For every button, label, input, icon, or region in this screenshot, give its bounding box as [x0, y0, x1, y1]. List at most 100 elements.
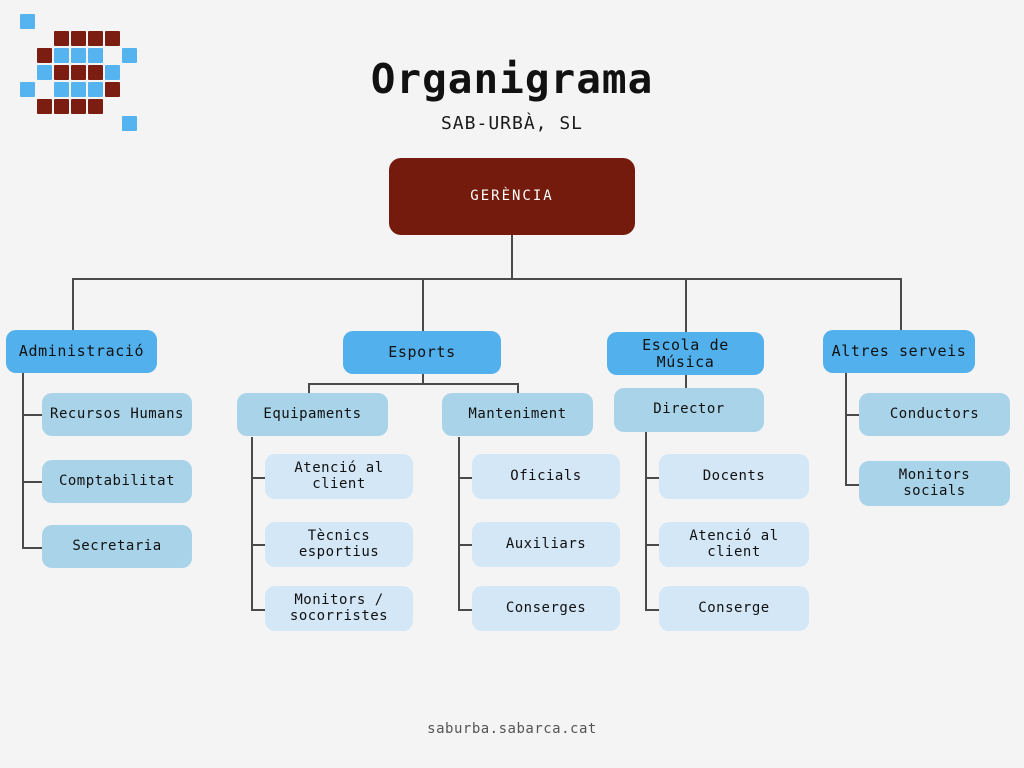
logo-cell [71, 31, 86, 46]
connector-esports-equipaments [308, 383, 310, 394]
logo-cell [88, 48, 103, 63]
logo-cell [71, 65, 86, 80]
node-comptabilitat-label: Comptabilitat [58, 472, 176, 489]
connector-administracio-spine [22, 373, 24, 548]
logo-cell [20, 82, 35, 97]
logo-cell [71, 48, 86, 63]
node-equipaments[interactable]: Equipaments [237, 393, 388, 436]
connector-esports-down [422, 374, 424, 384]
connector-altres-spine [845, 373, 847, 485]
node-esports[interactable]: Esports [343, 331, 501, 374]
connector-administracio-comptabilitat [22, 481, 42, 483]
node-comptabilitat[interactable]: Comptabilitat [42, 460, 192, 503]
connector-root-down [511, 235, 513, 279]
logo-cell [54, 48, 69, 63]
node-conserges[interactable]: Conserges [472, 586, 620, 631]
node-conserge[interactable]: Conserge [659, 586, 809, 631]
connector-director-docents [645, 477, 659, 479]
node-atencio-al-client-esports-label: Atenció al client [294, 459, 384, 492]
logo-cell [20, 14, 35, 29]
node-auxiliars[interactable]: Auxiliars [472, 522, 620, 567]
node-conductors[interactable]: Conductors [859, 393, 1010, 436]
node-oficials[interactable]: Oficials [472, 454, 620, 499]
node-recursos-humans-label: Recursos Humans [50, 405, 184, 422]
footer-url: saburba.sabarca.cat [427, 721, 597, 737]
node-administracio[interactable]: Administració [6, 330, 157, 373]
node-recursos-humans[interactable]: Recursos Humans [42, 393, 192, 436]
logo-cell [105, 65, 120, 80]
logo-cell [122, 116, 137, 131]
node-manteniment-label: Manteniment [468, 405, 567, 422]
page-title: Organigrama [370, 55, 654, 103]
node-gerencia-label: GERÈNCIA [470, 187, 554, 204]
connector-bus-escola [685, 278, 687, 332]
connector-esports-bus [308, 383, 518, 385]
node-secretaria-label: Secretaria [72, 537, 162, 554]
logo-cell [105, 31, 120, 46]
connector-manteniment-spine [458, 437, 460, 610]
connector-bus-esports [422, 278, 424, 332]
node-administracio-label: Administració [18, 342, 145, 361]
node-equipaments-label: Equipaments [263, 405, 362, 422]
logo-cell [54, 82, 69, 97]
node-atencio-al-client-esports[interactable]: Atenció al client [265, 454, 413, 499]
connector-equipaments-spine [251, 437, 253, 610]
connector-escola-director [685, 375, 687, 389]
logo-cell [71, 99, 86, 114]
logo-cell [88, 65, 103, 80]
node-director-label: Director [653, 401, 725, 418]
logo-cell [37, 99, 52, 114]
node-docents[interactable]: Docents [659, 454, 809, 499]
logo-cell [105, 82, 120, 97]
connector-equipaments-atencio [251, 477, 265, 479]
logo-cell [54, 65, 69, 80]
node-docents-label: Docents [702, 467, 766, 484]
node-esports-label: Esports [388, 343, 456, 362]
node-monitors-socials[interactable]: Monitors socials [859, 461, 1010, 506]
node-secretaria[interactable]: Secretaria [42, 525, 192, 568]
connector-manteniment-conserges [458, 609, 472, 611]
node-auxiliars-label: Auxiliars [505, 535, 587, 552]
connector-director-spine [645, 432, 647, 610]
node-altres-serveis[interactable]: Altres serveis [823, 330, 975, 373]
logo-cell [37, 65, 52, 80]
connector-administracio-rrhh [22, 414, 42, 416]
node-tecnics-esportius-label: Tècnics esportius [298, 527, 380, 560]
logo-cell [88, 82, 103, 97]
logo-cell [122, 48, 137, 63]
node-manteniment[interactable]: Manteniment [442, 393, 593, 436]
logo-cell [88, 99, 103, 114]
connector-manteniment-auxiliars [458, 544, 472, 546]
node-atencio-al-client-musica[interactable]: Atenció al client [659, 522, 809, 567]
connector-director-atencio [645, 544, 659, 546]
sab-urba-logo [20, 14, 144, 131]
connector-director-conserge [645, 609, 659, 611]
logo-cell [54, 31, 69, 46]
node-monitors-socorristes-label: Monitors / socorristes [289, 591, 389, 624]
node-atencio-al-client-musica-label: Atenció al client [689, 527, 779, 560]
node-conserges-label: Conserges [505, 599, 587, 616]
connector-esports-manteniment [517, 383, 519, 394]
node-altres-serveis-label: Altres serveis [831, 342, 967, 361]
node-conductors-label: Conductors [889, 405, 980, 422]
node-gerencia[interactable]: GERÈNCIA [389, 158, 635, 235]
connector-altres-monitors [845, 484, 859, 486]
node-oficials-label: Oficials [510, 467, 582, 484]
node-conserge-label: Conserge [698, 599, 770, 616]
page-subtitle: SAB-URBÀ, SL [440, 113, 584, 134]
connector-bus-administracio [72, 278, 74, 331]
node-tecnics-esportius[interactable]: Tècnics esportius [265, 522, 413, 567]
logo-cell [37, 48, 52, 63]
node-escola-de-musica[interactable]: Escola de Música [607, 332, 764, 375]
connector-equipaments-monitors [251, 609, 265, 611]
connector-equipaments-tecnics [251, 544, 265, 546]
logo-cell [54, 99, 69, 114]
node-monitors-socials-label: Monitors socials [898, 466, 971, 499]
connector-manteniment-oficials [458, 477, 472, 479]
logo-cell [71, 82, 86, 97]
node-monitors-socorristes[interactable]: Monitors / socorristes [265, 586, 413, 631]
connector-administracio-secretaria [22, 547, 42, 549]
connector-level2-bus [72, 278, 902, 280]
node-director[interactable]: Director [614, 388, 764, 432]
connector-altres-conductors [845, 414, 859, 416]
